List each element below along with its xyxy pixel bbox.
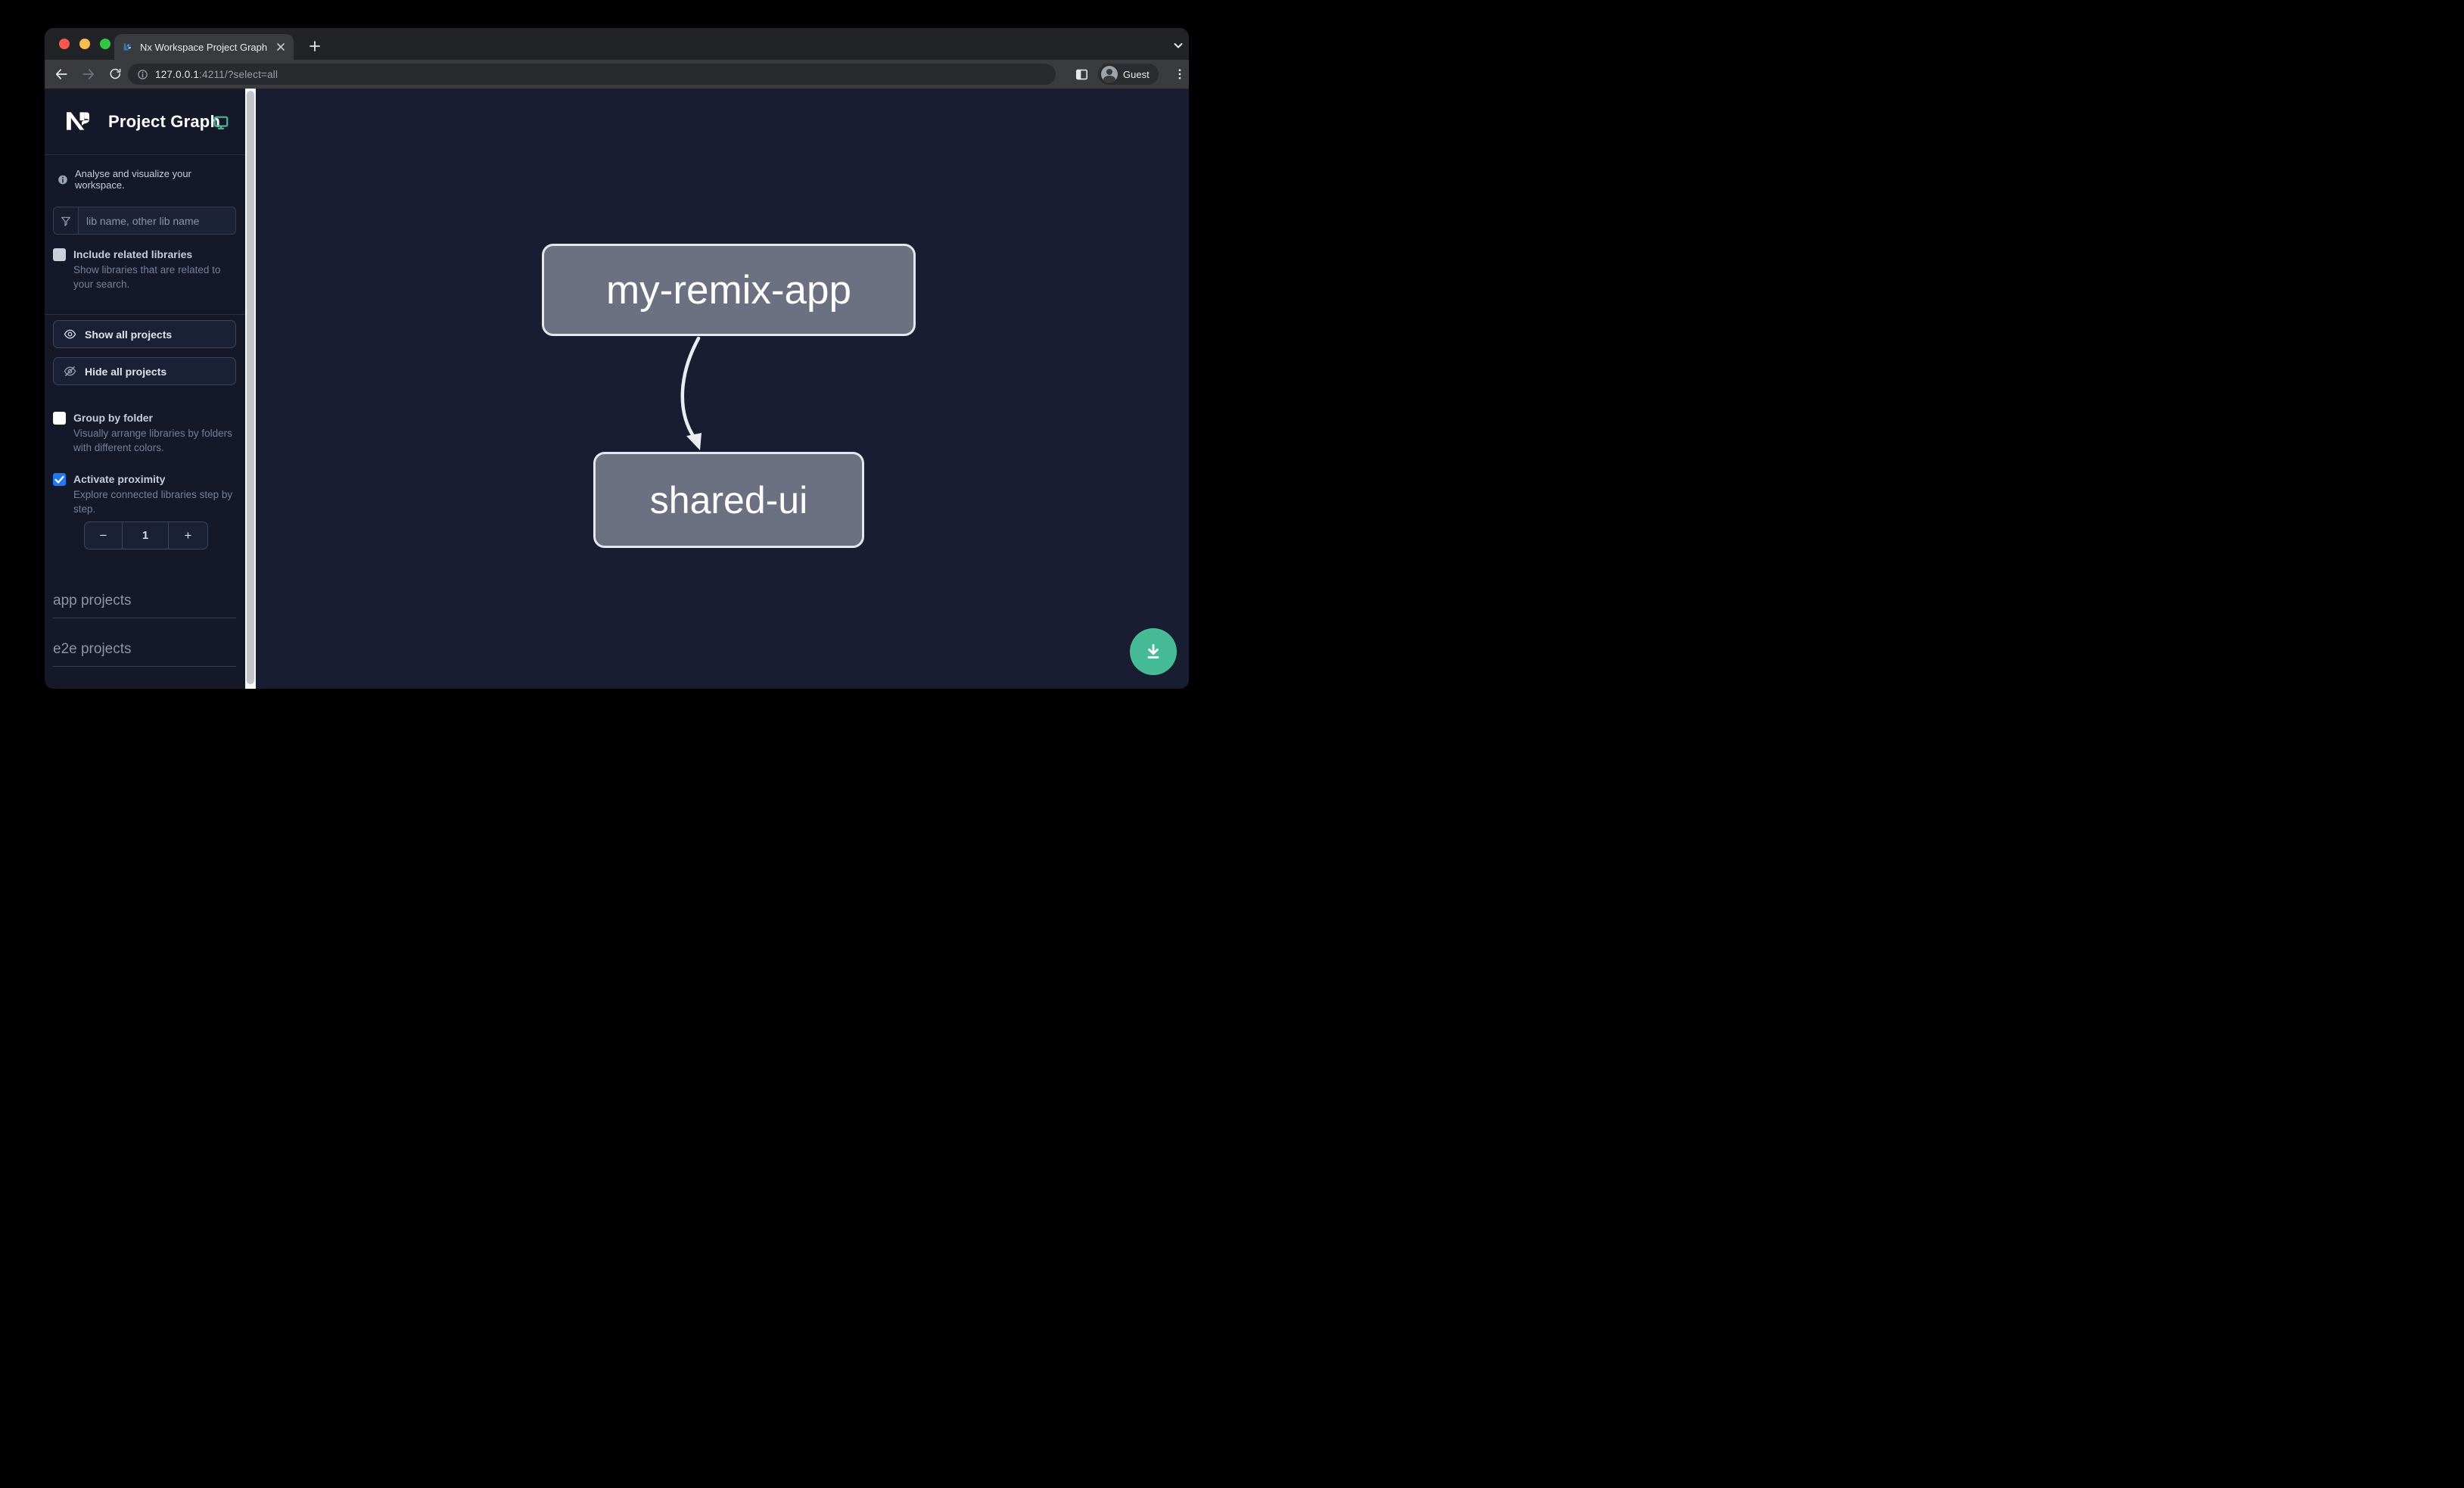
graph-node-my-remix-app[interactable]: my-remix-app <box>542 244 916 336</box>
checkbox-group-by-folder[interactable] <box>53 412 66 425</box>
proximity-depth-stepper: − 1 + <box>84 521 208 549</box>
checkbox-activate-proximity[interactable] <box>53 473 66 486</box>
back-icon[interactable] <box>51 64 72 85</box>
eye-icon <box>64 329 76 339</box>
sidebar-scrollbar[interactable] <box>245 89 256 689</box>
avatar-icon <box>1101 66 1118 82</box>
show-all-projects-button[interactable]: Show all projects <box>53 320 236 348</box>
option-group-by-folder[interactable]: Group by folder Visually arrange librari… <box>53 411 236 455</box>
check-icon <box>54 475 64 484</box>
stepper-value: 1 <box>142 529 149 542</box>
option-label: Include related libraries <box>73 248 193 260</box>
site-info-icon[interactable] <box>137 69 148 80</box>
checkbox-include-related[interactable] <box>53 248 66 261</box>
forward-icon[interactable] <box>78 64 99 85</box>
monitor-icon[interactable] <box>213 114 229 135</box>
browser-tab[interactable]: Nx Workspace Project Graph <box>114 34 294 60</box>
graph-node-shared-ui[interactable]: shared-ui <box>593 452 864 548</box>
sidebar-divider <box>45 314 245 315</box>
section-app-projects[interactable]: app projects <box>53 593 236 618</box>
browser-menu-icon[interactable] <box>1171 65 1189 83</box>
decrement-button[interactable]: − <box>85 522 123 549</box>
nx-logo-icon <box>63 106 93 140</box>
profile-name: Guest <box>1123 68 1150 80</box>
tab-search-chevron-icon[interactable] <box>1168 35 1189 56</box>
option-label: Activate proximity <box>73 473 166 485</box>
section-e2e-projects[interactable]: e2e projects <box>53 641 236 667</box>
download-graph-button[interactable] <box>1130 628 1177 675</box>
option-activate-proximity[interactable]: Activate proximity Explore connected lib… <box>53 472 236 516</box>
option-description: Visually arrange libraries by folders wi… <box>73 428 232 453</box>
tab-title: Nx Workspace Project Graph <box>140 41 268 53</box>
hide-all-projects-button[interactable]: Hide all projects <box>53 357 236 385</box>
search-box <box>53 207 236 235</box>
url-bar[interactable]: 127.0.0.1:4211/?select=all <box>128 64 1056 85</box>
close-window-button[interactable] <box>59 39 70 49</box>
tagline-row: Analyse and visualize your workspace. <box>45 155 245 191</box>
macos-window-controls <box>59 39 110 49</box>
sidebar-header: Project Graph <box>45 89 245 155</box>
filter-icon <box>54 207 79 234</box>
scrollbar-thumb[interactable] <box>247 91 254 684</box>
tagline-text: Analyse and visualize your workspace. <box>74 168 191 191</box>
sidebar: Project Graph Analyse and visualize your… <box>45 89 245 689</box>
download-icon <box>1147 643 1159 658</box>
browser-window: Nx Workspace Project Graph 127.0.0.1:421… <box>45 28 1189 689</box>
reload-icon[interactable] <box>105 64 126 85</box>
search-input[interactable] <box>79 207 235 234</box>
dependency-edge <box>680 336 702 450</box>
option-description: Show libraries that are related to your … <box>73 264 221 290</box>
eye-off-icon <box>64 366 76 376</box>
nx-favicon-icon <box>122 41 134 53</box>
increment-button[interactable]: + <box>168 522 207 549</box>
option-label: Group by folder <box>73 412 153 424</box>
url-text: 127.0.0.1:4211/?select=all <box>155 69 278 80</box>
app-title: Project Graph <box>108 112 221 131</box>
new-tab-button[interactable] <box>303 35 326 58</box>
option-include-related[interactable]: Include related libraries Show libraries… <box>53 247 236 291</box>
browser-toolbar: 127.0.0.1:4211/?select=all Guest <box>45 60 1189 89</box>
graph-canvas[interactable]: my-remix-app shared-ui <box>256 89 1189 689</box>
url-host: 127.0.0.1 <box>155 68 200 80</box>
option-description: Explore connected libraries step by step… <box>73 489 233 515</box>
zoom-window-button[interactable] <box>100 39 110 49</box>
minimize-window-button[interactable] <box>79 39 90 49</box>
url-path: :4211/?select=all <box>199 68 278 80</box>
side-panel-icon[interactable] <box>1072 65 1090 83</box>
show-all-label: Show all projects <box>85 328 173 341</box>
info-icon <box>58 175 67 184</box>
tab-close-icon[interactable] <box>275 42 286 52</box>
tab-strip: Nx Workspace Project Graph <box>45 28 1189 60</box>
profile-button[interactable]: Guest <box>1098 64 1159 85</box>
hide-all-label: Hide all projects <box>85 365 167 378</box>
page-content: Project Graph Analyse and visualize your… <box>45 89 1189 689</box>
